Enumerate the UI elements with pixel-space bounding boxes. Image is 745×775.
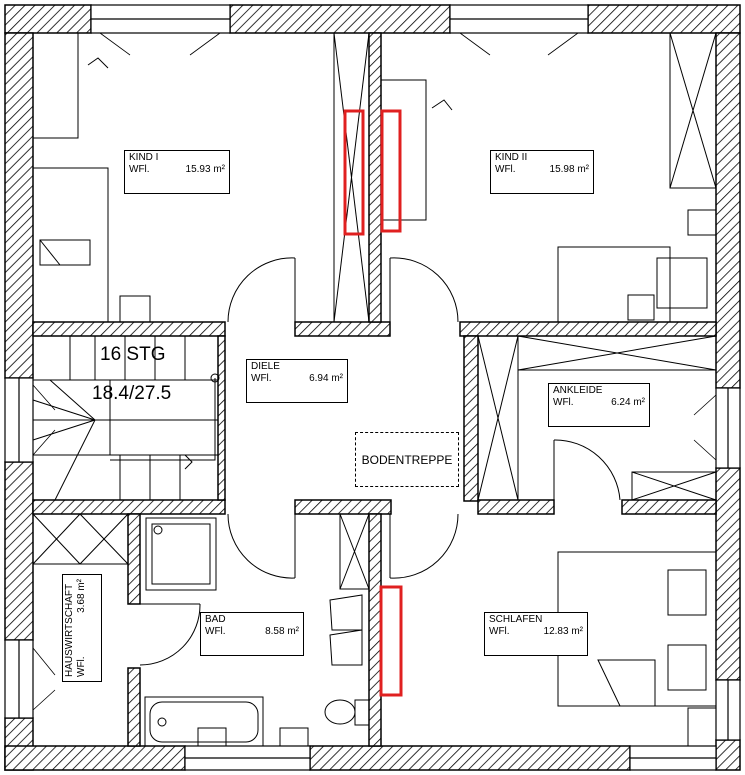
wfl-label: WFl. [205,626,226,637]
room-name: KIND II [495,152,528,163]
highlight-marker-2 [380,109,402,233]
windows [4,4,741,771]
wardrobes [32,32,717,590]
doors [139,257,621,666]
room-label-bad: BAD WFl. 8.58 m² [200,612,304,656]
room-name: DIELE [251,361,280,372]
room-area: 6.94 m² [309,373,343,384]
room-area: 15.98 m² [549,164,589,175]
room-area: 15.93 m² [185,164,225,175]
room-name: ANKLEIDE [553,385,603,396]
room-area: 12.83 m² [543,626,583,637]
highlight-marker-3 [379,585,403,697]
room-label-diele: DIELE WFl. 6.94 m² [246,359,348,403]
wfl-label: WFl. [251,373,272,384]
room-label-kind2: KIND II WFl. 15.98 m² [490,150,594,194]
wfl-label: WFl. [553,397,574,408]
room-label-hauswirtschaft: HAUSWIRTSCHAFT WFl. 3.68 m² [62,574,102,682]
wfl-label: WFl. [129,164,150,175]
attic-ladder-hatch: BODENTREPPE [355,432,459,487]
room-label-schlafen: SCHLAFEN WFl. 12.83 m² [484,612,588,656]
wfl-label: WFl. [76,656,87,677]
stair-steps-label: 16 STG [100,344,166,365]
room-label-kind1: KIND I WFl. 15.93 m² [124,150,230,194]
room-name: KIND I [129,152,159,163]
room-label-ankleide: ANKLEIDE WFl. 6.24 m² [548,383,650,427]
room-area: 6.24 m² [611,397,645,408]
highlight-marker-1 [343,109,365,236]
room-name: BAD [205,614,226,625]
wfl-label: WFl. [489,626,510,637]
walls [4,4,741,771]
staircase [32,335,220,501]
room-area: 3.68 m² [76,579,87,613]
highlights [343,109,403,697]
room-area: 8.58 m² [265,626,299,637]
room-name: HAUSWIRTSCHAFT [64,583,75,677]
wfl-label: WFl. [495,164,516,175]
stair-ratio-label: 18.4/27.5 [92,383,172,404]
room-name: SCHLAFEN [489,614,543,625]
